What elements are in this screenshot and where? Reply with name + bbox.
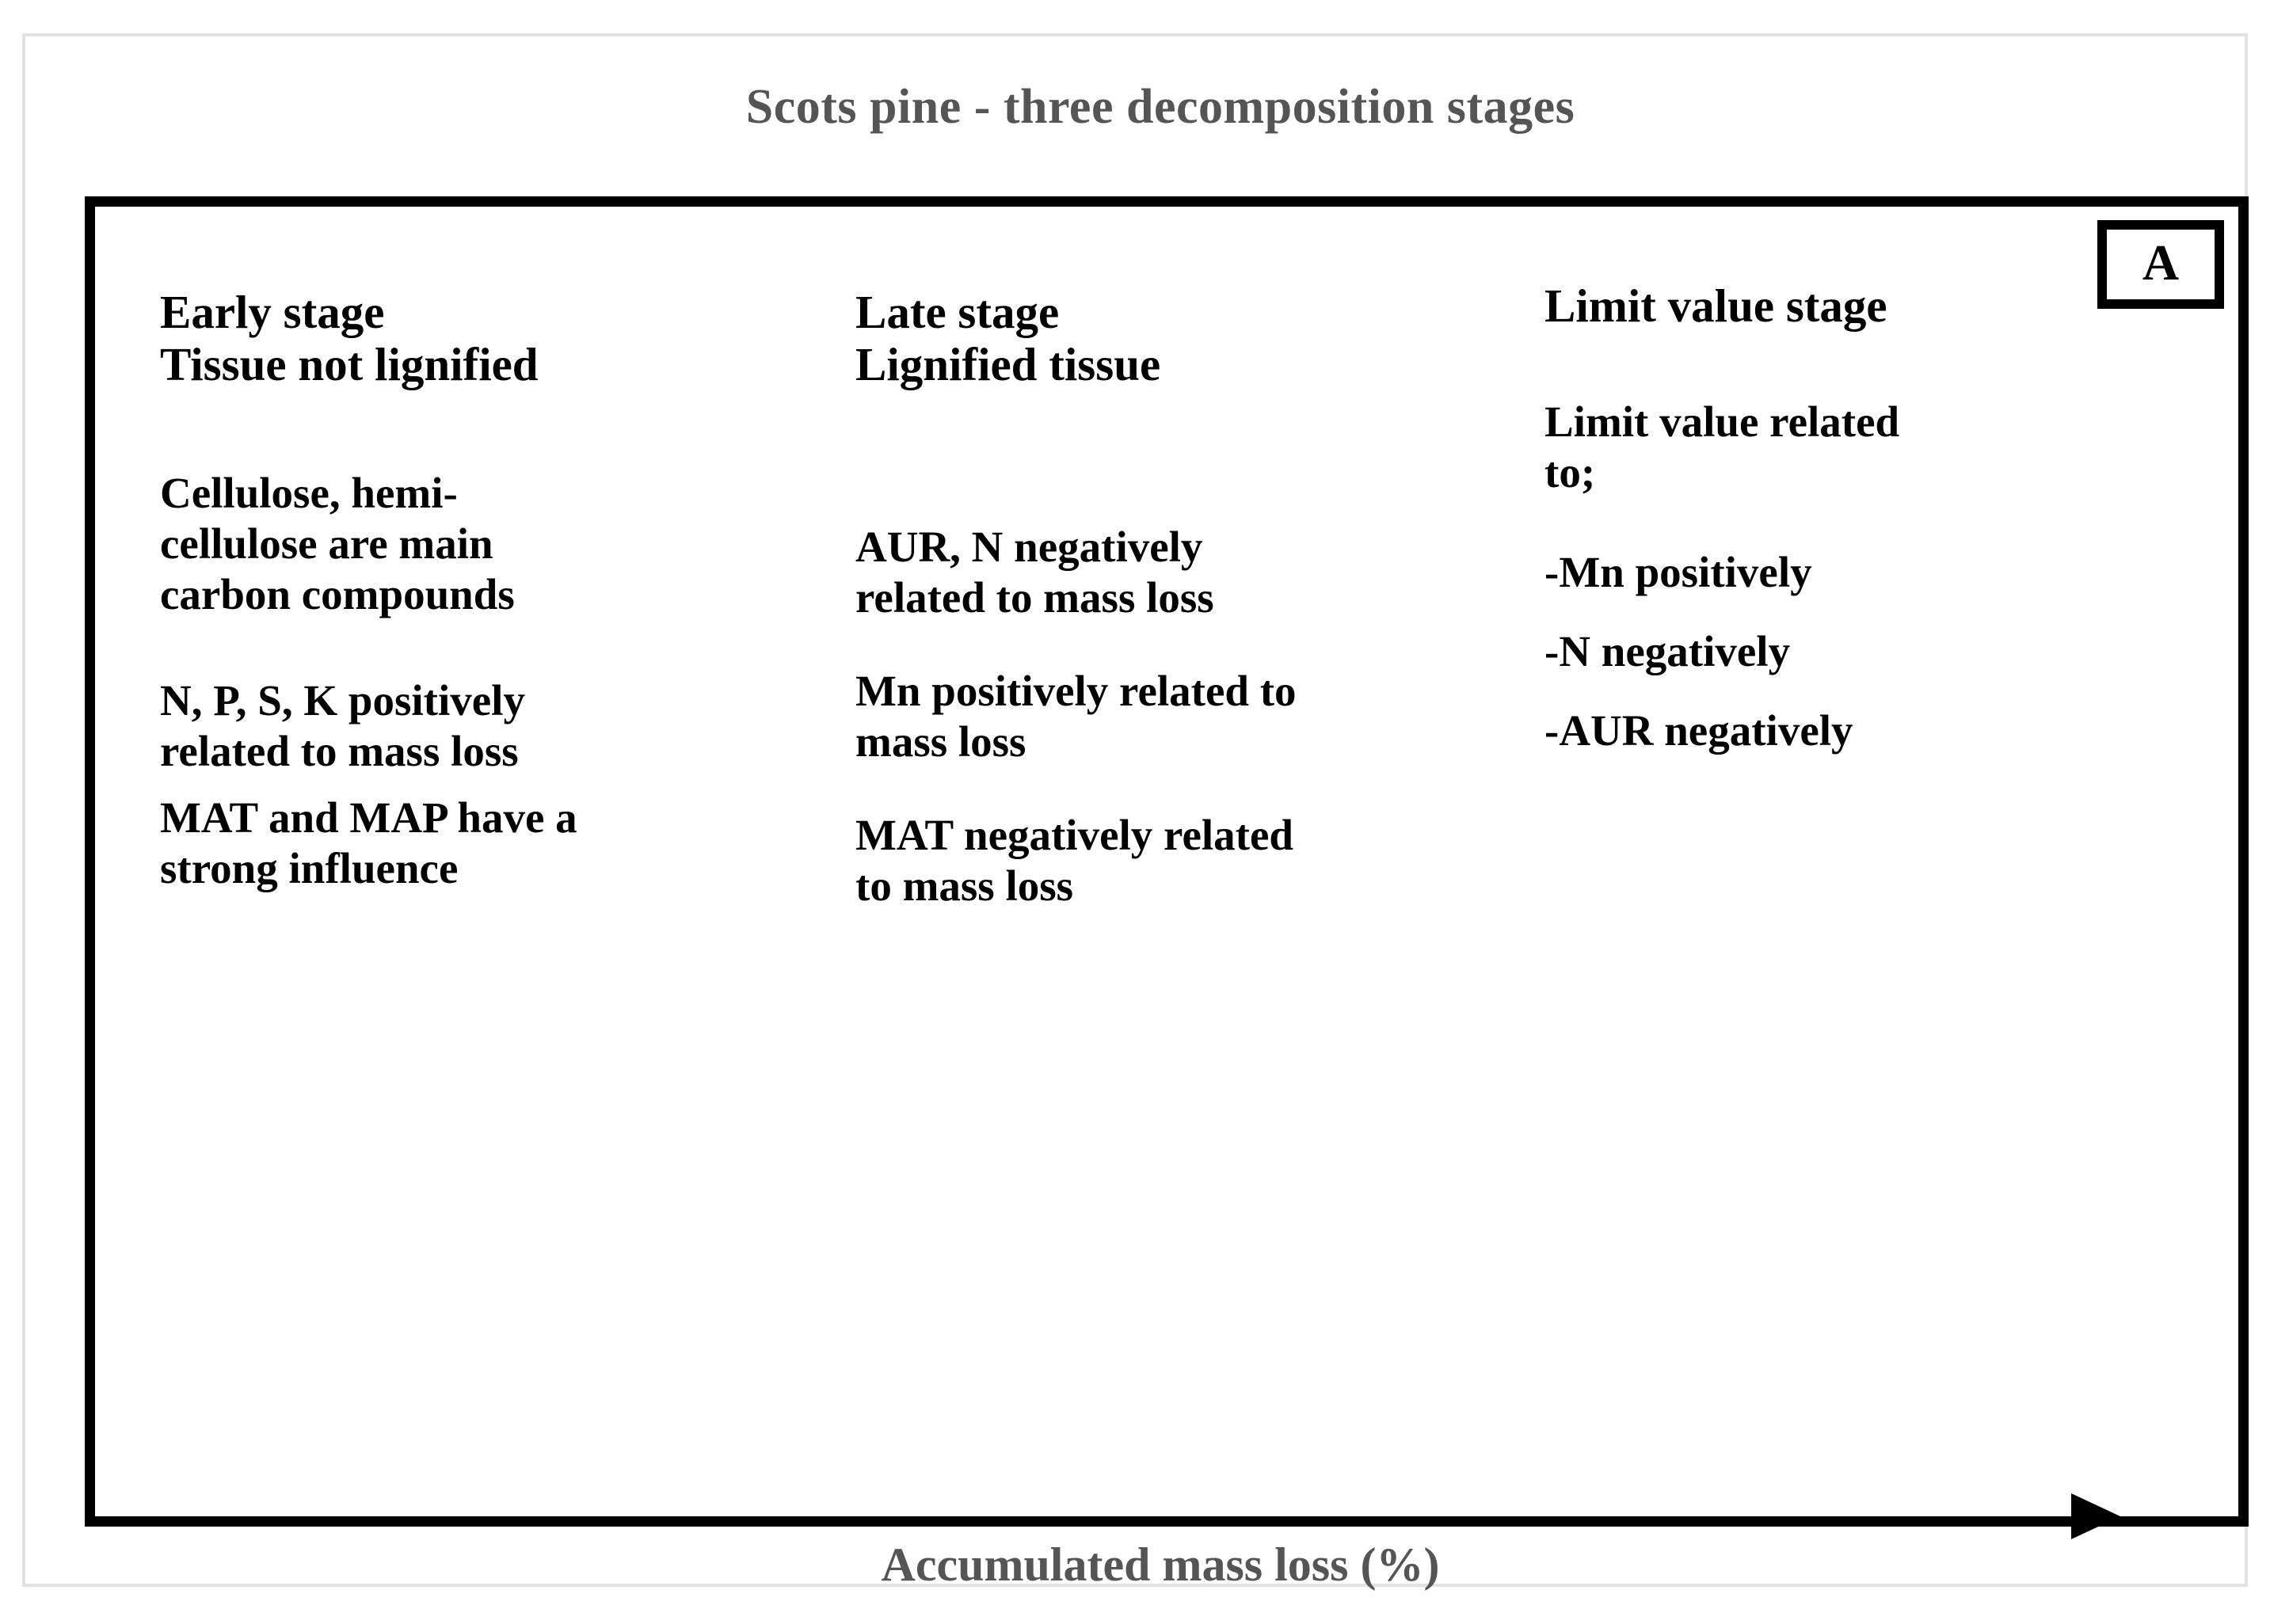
- panel-label-letter: A: [2142, 234, 2180, 291]
- decomposition-stage-panel: A Early stage Tissue not lignified Cellu…: [85, 196, 2249, 1539]
- stage-heading-block: Early stage Tissue not lignified: [160, 286, 817, 390]
- stage-note-late-mat: MAT negatively related to mass loss: [855, 811, 1293, 910]
- page-frame: Scots pine - three decomposition stages …: [22, 33, 2249, 1588]
- stage-note-block: N, P, S, K positively related to mass lo…: [160, 675, 817, 777]
- stage-note-block: Cellulose, hemi- cellulose are main carb…: [160, 468, 817, 619]
- stage-note-limit-value-mn: -Mn positively: [1544, 548, 1812, 596]
- figure-title: Scots pine - three decomposition stages: [745, 80, 1575, 134]
- stage-heading-limit-value: Limit value stage: [1544, 280, 1887, 332]
- stage-note-limit-value-aur: -AUR negatively: [1544, 706, 1853, 755]
- stage-note-late-aur-n: AUR, N negatively related to mass loss: [855, 523, 1214, 622]
- stage-note-block: MAT and MAP have a strong influence: [160, 793, 817, 894]
- stage-heading-block: Late stage Lignified tissue: [855, 286, 1521, 390]
- stage-note-block: -AUR negatively: [1544, 706, 2170, 756]
- stage-note-block: Limit value related to;: [1544, 397, 2170, 498]
- panel-label-badge: A: [2097, 220, 2224, 309]
- stage-columns: Early stage Tissue not lignified Cellulo…: [95, 207, 2238, 1516]
- axis-arrow-icon: [2071, 1493, 2120, 1539]
- axis-caption: Accumulated mass loss (%): [881, 1538, 1440, 1591]
- stage-note-early-carbon-compounds: Cellulose, hemi- cellulose are main carb…: [160, 469, 515, 618]
- stage-note-block: MAT negatively related to mass loss: [855, 810, 1521, 911]
- stage-heading-late: Late stage Lignified tissue: [855, 286, 1161, 391]
- stage-heading-early: Early stage Tissue not lignified: [160, 286, 539, 391]
- stage-note-block: -N negatively: [1544, 626, 2170, 677]
- stage-note-limit-value-n: -N negatively: [1544, 627, 1791, 675]
- stage-note-late-mn: Mn positively related to mass loss: [855, 667, 1297, 766]
- stage-note-early-nutrients: N, P, S, K positively related to mass lo…: [160, 676, 525, 775]
- stage-note-block: -Mn positively: [1544, 547, 2170, 598]
- stage-note-limit-value-related-to: Limit value related to;: [1544, 397, 1900, 496]
- stage-note-block: Mn positively related to mass loss: [855, 666, 1521, 767]
- stage-heading-block: Limit value stage: [1544, 280, 2170, 332]
- stage-note-block: AUR, N negatively related to mass loss: [855, 522, 1521, 623]
- stage-note-early-climate: MAT and MAP have a strong influence: [160, 793, 577, 892]
